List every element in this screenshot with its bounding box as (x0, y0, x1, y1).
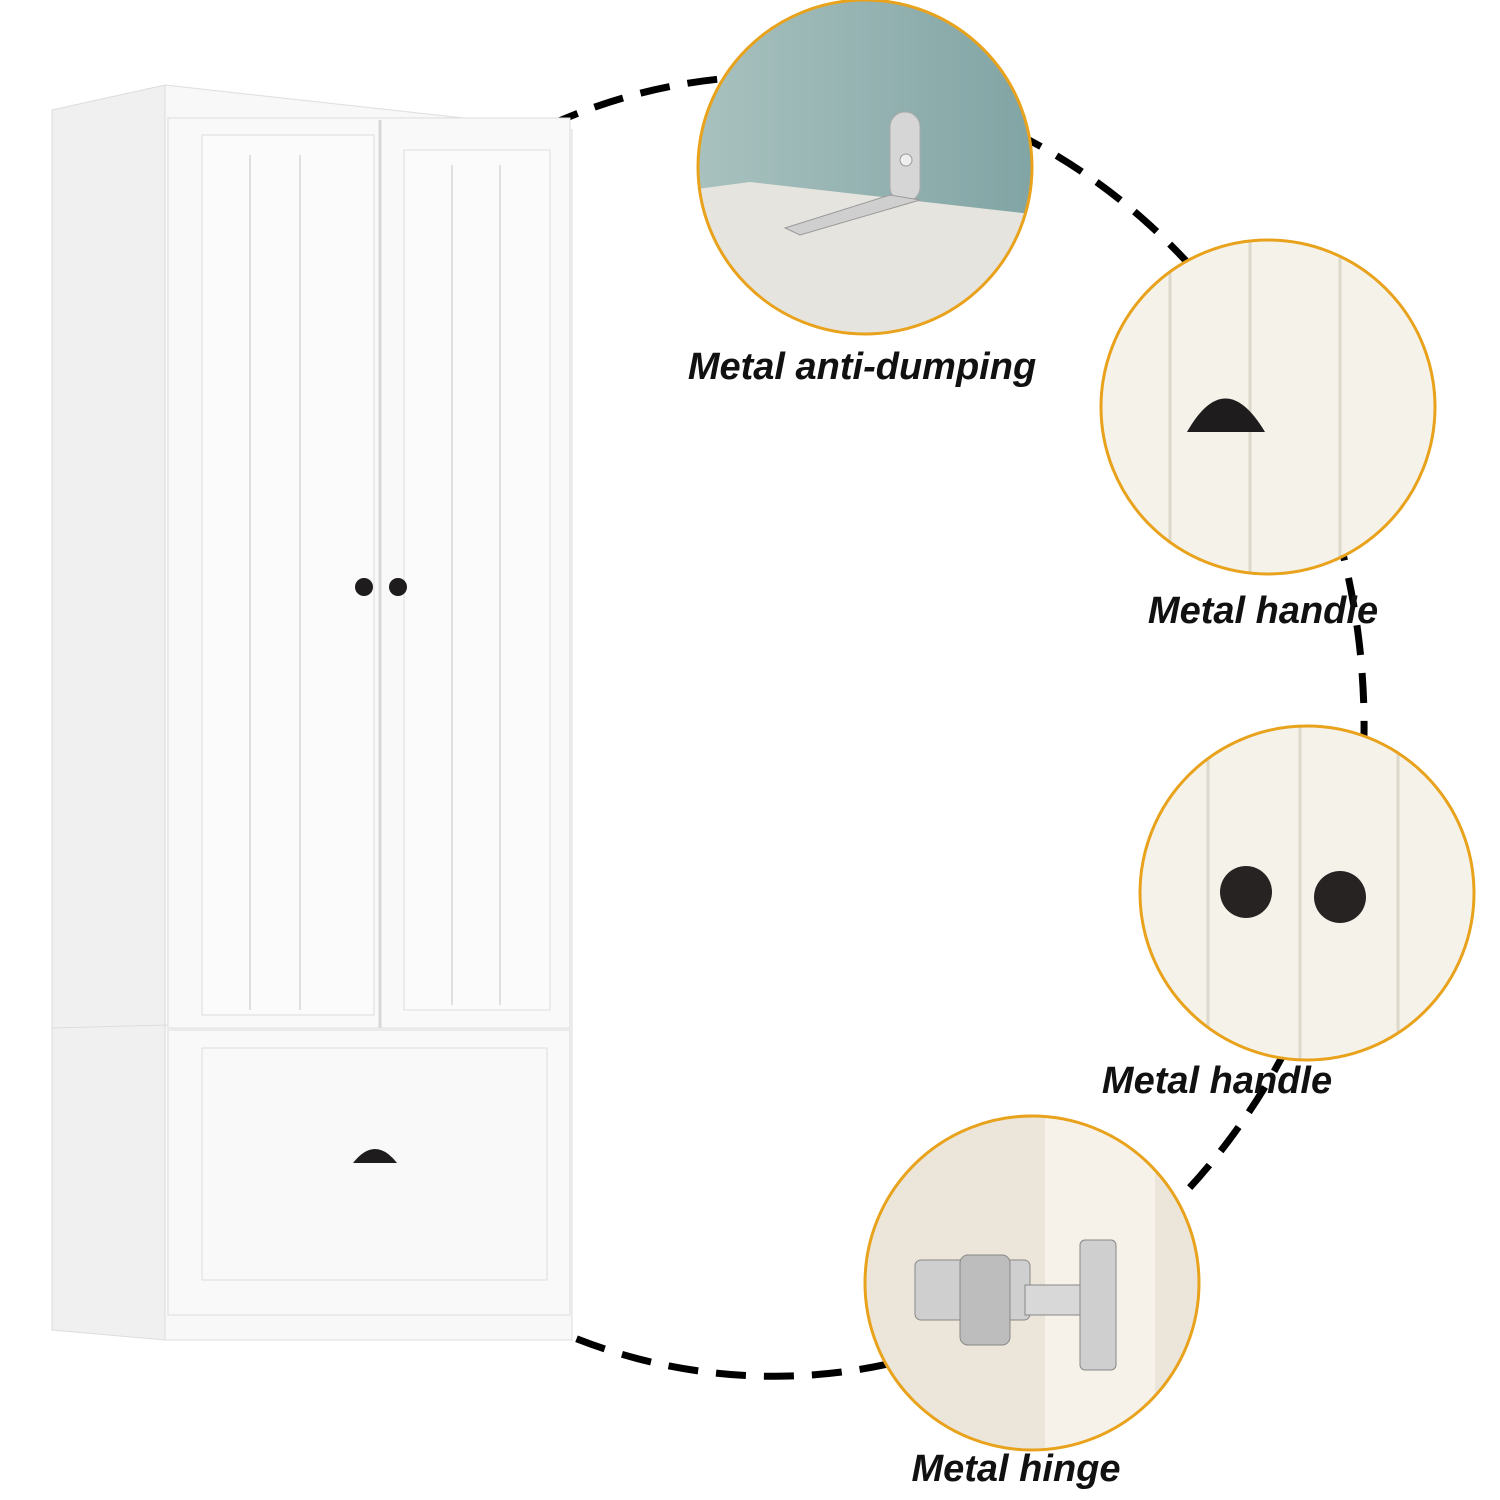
feature-label-hinge: Metal hinge (911, 1448, 1121, 1490)
knob-handles-icon (1140, 726, 1474, 1060)
feature-label-anti-dumping: Metal anti-dumping (687, 346, 1037, 388)
feature-label-knob-handle: Metal handle (1101, 1060, 1333, 1102)
anti-dumping-bracket-icon (698, 0, 1032, 334)
door-knob-right (389, 578, 407, 596)
hinge-icon (865, 1116, 1199, 1450)
cup-pull-handle-icon (1101, 240, 1435, 574)
door-knob-left (355, 578, 373, 596)
feature-label-cup-handle: Metal handle (1147, 590, 1379, 632)
drawer-cup-handle (353, 1149, 397, 1163)
wardrobe (51, 84, 573, 1341)
